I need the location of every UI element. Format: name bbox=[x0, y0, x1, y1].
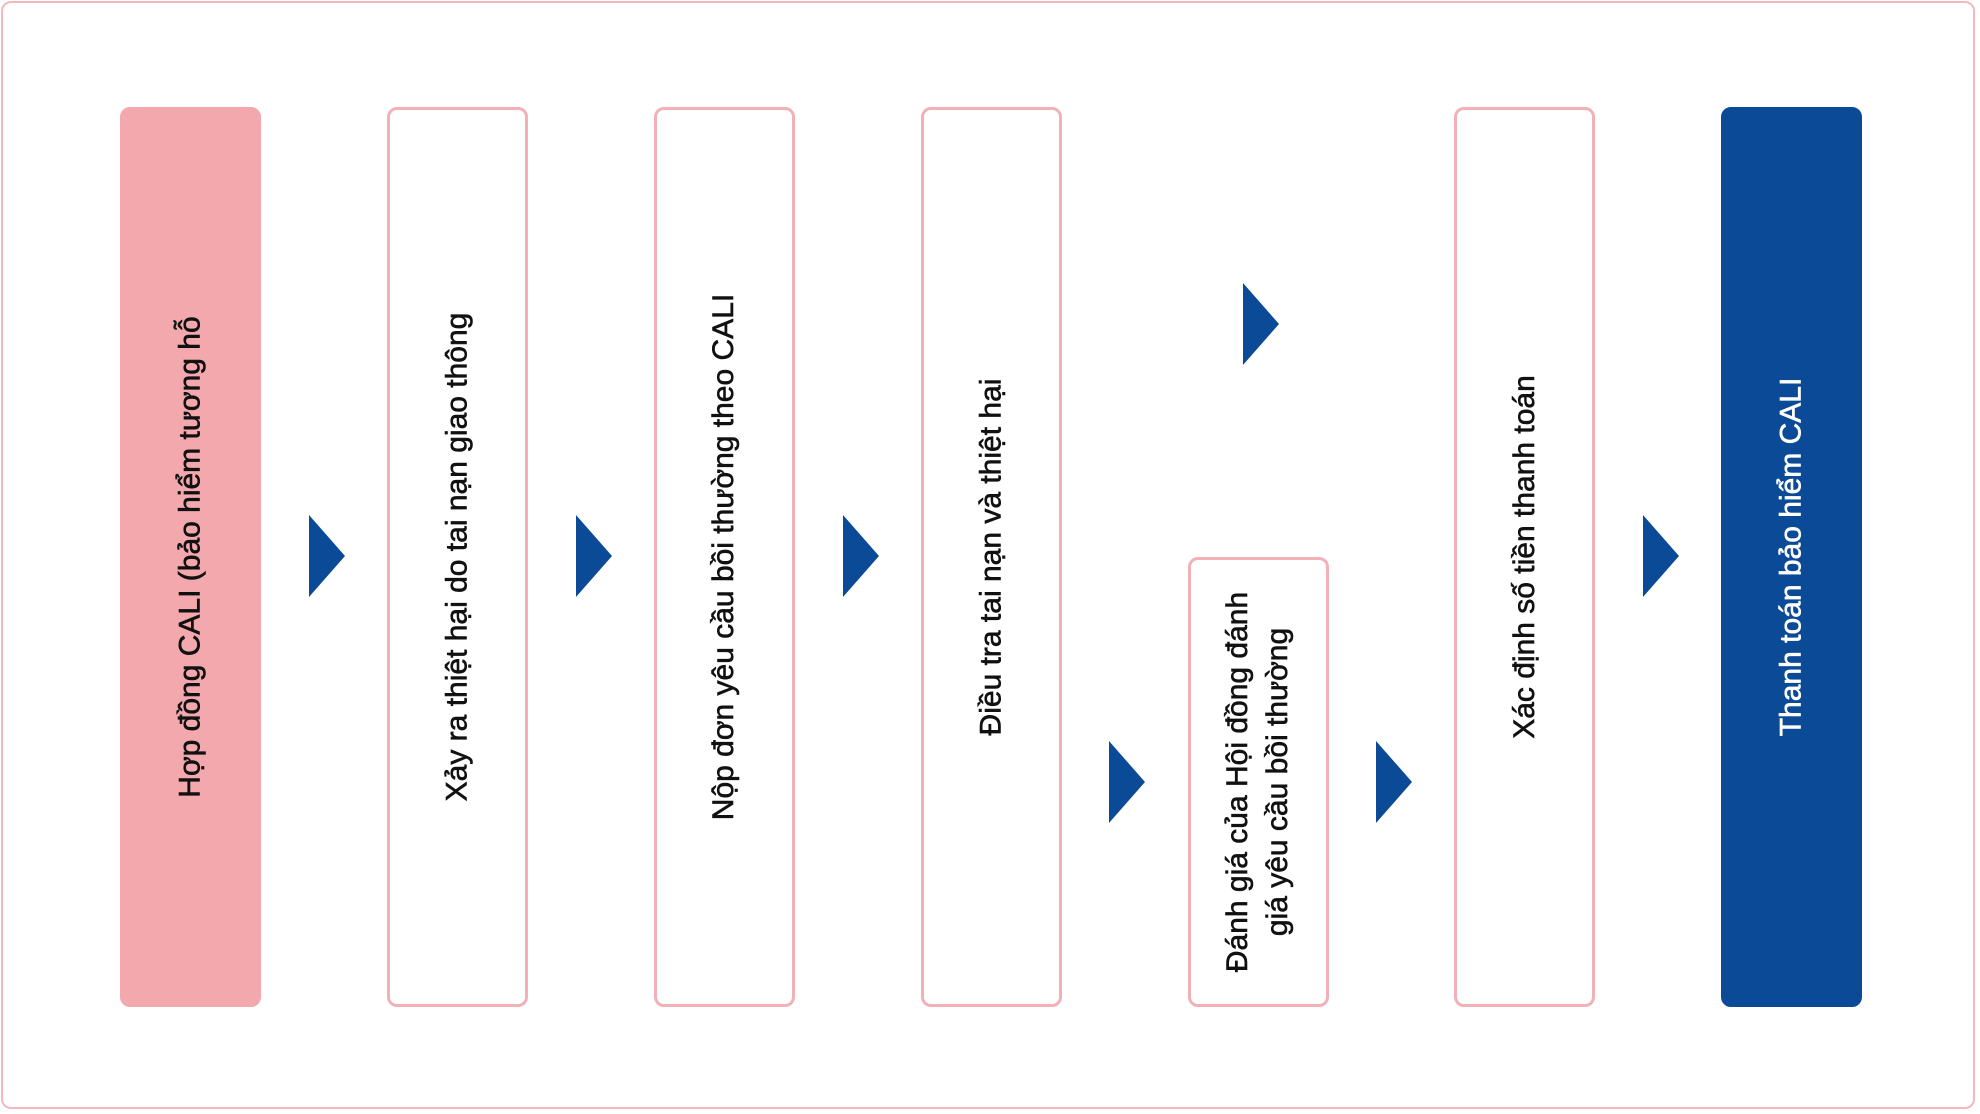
step-investigation: Điều tra tai nạn và thiệt hại bbox=[921, 107, 1062, 1007]
step-label: Điều tra tai nạn và thiệt hại bbox=[974, 378, 1008, 736]
step-determine-amount: Xác định số tiền thanh toán bbox=[1454, 107, 1595, 1007]
triangle-right-arrow-icon bbox=[1109, 741, 1145, 823]
step-label: Nộp đơn yêu cầu bồi thường theo CALI bbox=[707, 293, 741, 821]
step-label: Thanh toán bảo hiểm CALI bbox=[1774, 377, 1808, 737]
step-cali-contract: Hợp đồng CALI (bảo hiểm tương hỗ bbox=[120, 107, 261, 1007]
step-label: Hợp đồng CALI (bảo hiểm tương hỗ bbox=[173, 316, 207, 798]
step-council-assessment: Đánh giá của Hội đồng đánh giá yêu cầu b… bbox=[1188, 557, 1329, 1007]
triangle-right-arrow-icon bbox=[843, 515, 879, 597]
step-traffic-accident-damage: Xảy ra thiệt hại do tai nạn giao thông bbox=[387, 107, 528, 1007]
step-label: Xảy ra thiệt hại do tai nạn giao thông bbox=[440, 312, 474, 802]
step-label: Xác định số tiền thanh toán bbox=[1507, 375, 1541, 739]
step-label-line-2: giá yêu cầu bồi thường bbox=[1261, 627, 1295, 937]
triangle-right-arrow-icon bbox=[1243, 283, 1279, 365]
triangle-right-arrow-icon bbox=[309, 515, 345, 597]
step-cali-payment: Thanh toán bảo hiểm CALI bbox=[1721, 107, 1862, 1007]
step-submit-claim: Nộp đơn yêu cầu bồi thường theo CALI bbox=[654, 107, 795, 1007]
triangle-right-arrow-icon bbox=[576, 515, 612, 597]
step-label: Đánh giá của Hội đồng đánh giá yêu cầu b… bbox=[1219, 591, 1299, 973]
step-label-line-1: Đánh giá của Hội đồng đánh bbox=[1221, 591, 1255, 973]
triangle-right-arrow-icon bbox=[1643, 515, 1679, 597]
triangle-right-arrow-icon bbox=[1376, 741, 1412, 823]
